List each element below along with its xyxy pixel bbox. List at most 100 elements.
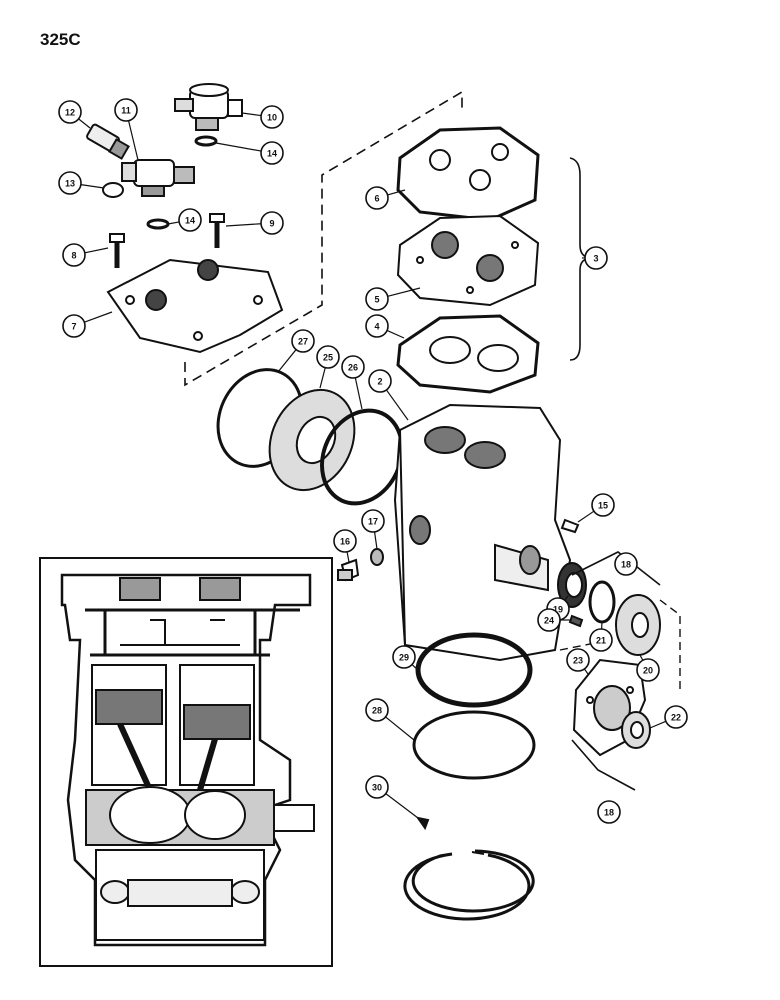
key-15 [560, 518, 580, 534]
leader-line-22 [649, 720, 667, 729]
callout-17: 17 [361, 509, 385, 533]
callout-number: 20 [643, 666, 653, 676]
callout-circle [636, 658, 660, 682]
callout-number: 25 [323, 353, 333, 363]
callout-25: 25 [316, 345, 340, 369]
callout-6: 6 [365, 186, 389, 210]
leader-line-15 [577, 510, 595, 523]
screw-9 [209, 213, 225, 248]
screw-24 [568, 614, 584, 628]
callout-circle [333, 529, 357, 553]
callout-circle [316, 345, 340, 369]
callout-18: 18 [597, 800, 621, 824]
cylinder-head-7 [106, 258, 284, 354]
leader-line-7 [84, 311, 113, 323]
callout-circle [664, 705, 688, 729]
callout-number: 21 [596, 636, 606, 646]
callout-5: 5 [365, 287, 389, 311]
callout-circle [260, 211, 284, 235]
callout-4: 4 [365, 314, 389, 338]
callout-number: 6 [374, 194, 379, 204]
callout-21: 21 [589, 628, 613, 652]
callout-28: 28 [365, 698, 389, 722]
callout-30: 30 [365, 775, 389, 799]
o-ring-14-upper [194, 135, 218, 147]
callout-circle [114, 98, 138, 122]
callout-3: 3 [584, 246, 608, 270]
callout-29: 29 [392, 645, 416, 669]
callout-number: 18 [621, 560, 631, 570]
screw-8 [109, 233, 125, 268]
callout-number: 12 [65, 108, 75, 118]
leader-line-29 [411, 664, 421, 673]
callout-circle [614, 552, 638, 576]
callout-circle [341, 355, 365, 379]
fitting-10 [174, 83, 243, 131]
callout-number: 23 [573, 656, 583, 666]
bracket-18-top [571, 551, 661, 586]
leader-line-28 [385, 716, 415, 741]
cap-13 [102, 182, 124, 198]
leader-line-9 [225, 223, 262, 227]
callout-circle [260, 141, 284, 165]
callout-circle [368, 369, 392, 393]
leader-line-20 [639, 654, 644, 661]
callout-number: 2 [377, 377, 382, 387]
cutaway-inset [39, 557, 333, 967]
callout-circle [178, 208, 202, 232]
callout-number: 14 [185, 216, 195, 226]
leader-line-26 [354, 377, 363, 410]
leader-line-16 [346, 551, 350, 563]
callout-circle [597, 800, 621, 824]
leader-line-10 [241, 112, 262, 117]
callout-9: 9 [260, 211, 284, 235]
callout-number: 27 [298, 337, 308, 347]
callout-number: 29 [399, 653, 409, 663]
callout-24: 24 [537, 608, 561, 632]
callout-number: 9 [269, 219, 274, 229]
callout-circle [584, 246, 608, 270]
seal-seat-20 [615, 594, 661, 656]
callout-circle [537, 608, 561, 632]
fitting-11 [121, 159, 195, 197]
callout-circle [365, 698, 389, 722]
callout-20: 20 [636, 658, 660, 682]
leader-line-19 [564, 595, 569, 601]
leader-line-14 [167, 221, 180, 225]
callout-number: 5 [374, 295, 379, 305]
shim-28 [412, 710, 536, 780]
callout-23: 23 [566, 648, 590, 672]
callout-15: 15 [591, 493, 615, 517]
leader-line-11 [127, 120, 139, 161]
callout-number: 19 [553, 605, 563, 615]
callout-circle [291, 329, 315, 353]
callout-number: 18 [604, 808, 614, 818]
leader-line-2 [385, 389, 409, 421]
callout-circle [58, 171, 82, 195]
callout-18: 18 [614, 552, 638, 576]
callout-circle [365, 314, 389, 338]
callout-12: 12 [58, 100, 82, 124]
callout-number: 28 [372, 706, 382, 716]
o-ring-21 [588, 580, 616, 624]
leader-line-25 [319, 367, 326, 389]
callout-circle [566, 648, 590, 672]
leader-line-6 [387, 189, 406, 196]
callout-circle [365, 186, 389, 210]
valve-plate-5 [396, 214, 540, 307]
leader-line-13 [80, 184, 105, 189]
callout-circle [392, 645, 416, 669]
bracket-18-bottom [571, 739, 636, 791]
callout-circle [62, 314, 86, 338]
callout-circle [591, 493, 615, 517]
page-code: 325C [40, 30, 81, 49]
callout-number: 30 [372, 783, 382, 793]
callout-circle [365, 287, 389, 311]
plug-16 [337, 558, 360, 582]
callout-number: 11 [121, 106, 131, 116]
compressor-housing-2 [393, 403, 572, 662]
callout-number: 15 [598, 501, 608, 511]
callout-number: 14 [267, 149, 277, 159]
